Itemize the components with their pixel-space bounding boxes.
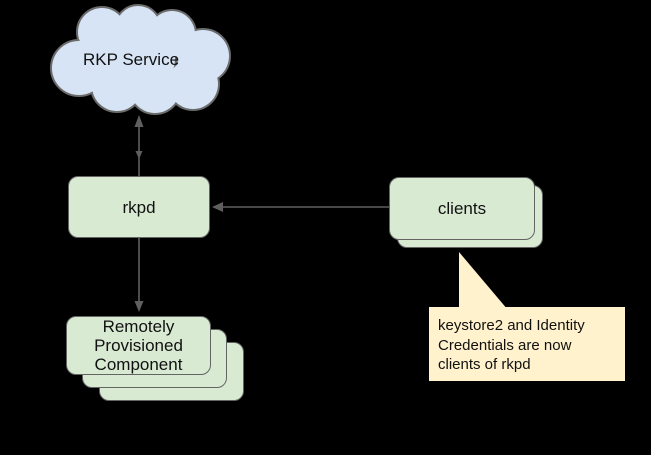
arrowhead-small-down-icon — [135, 151, 143, 159]
rpc-label-line1: Remotely — [102, 317, 175, 336]
edge-rkpd-to-rpc — [134, 238, 144, 312]
rpc-label-line2: Provisioned — [94, 336, 183, 355]
rpc-label-line3: Component — [94, 355, 183, 374]
node-rkpd: rkpd — [68, 176, 210, 238]
arrowhead-down-icon — [134, 301, 144, 312]
edge-rkpd-to-rkp-service — [134, 115, 144, 176]
callout-line2: Credentials are now — [438, 336, 572, 354]
callout-line1: keystore2 and Identity — [438, 317, 585, 334]
callout-tail — [459, 252, 508, 310]
callout-bubble: keystore2 and Identity Credentials are n… — [429, 307, 625, 381]
arrowhead-left-icon — [212, 202, 223, 212]
edge-clients-to-rkpd — [212, 202, 389, 212]
clients-label: clients — [437, 199, 487, 218]
node-clients: clients — [389, 177, 535, 240]
rkp-service-label: RKP Service — [82, 50, 180, 69]
arrowhead-up-icon — [134, 115, 144, 127]
callout-line3: clients of rkpd — [438, 356, 531, 373]
rkpd-label: rkpd — [122, 197, 156, 217]
node-rpc: Remotely Provisioned Component — [66, 316, 211, 375]
